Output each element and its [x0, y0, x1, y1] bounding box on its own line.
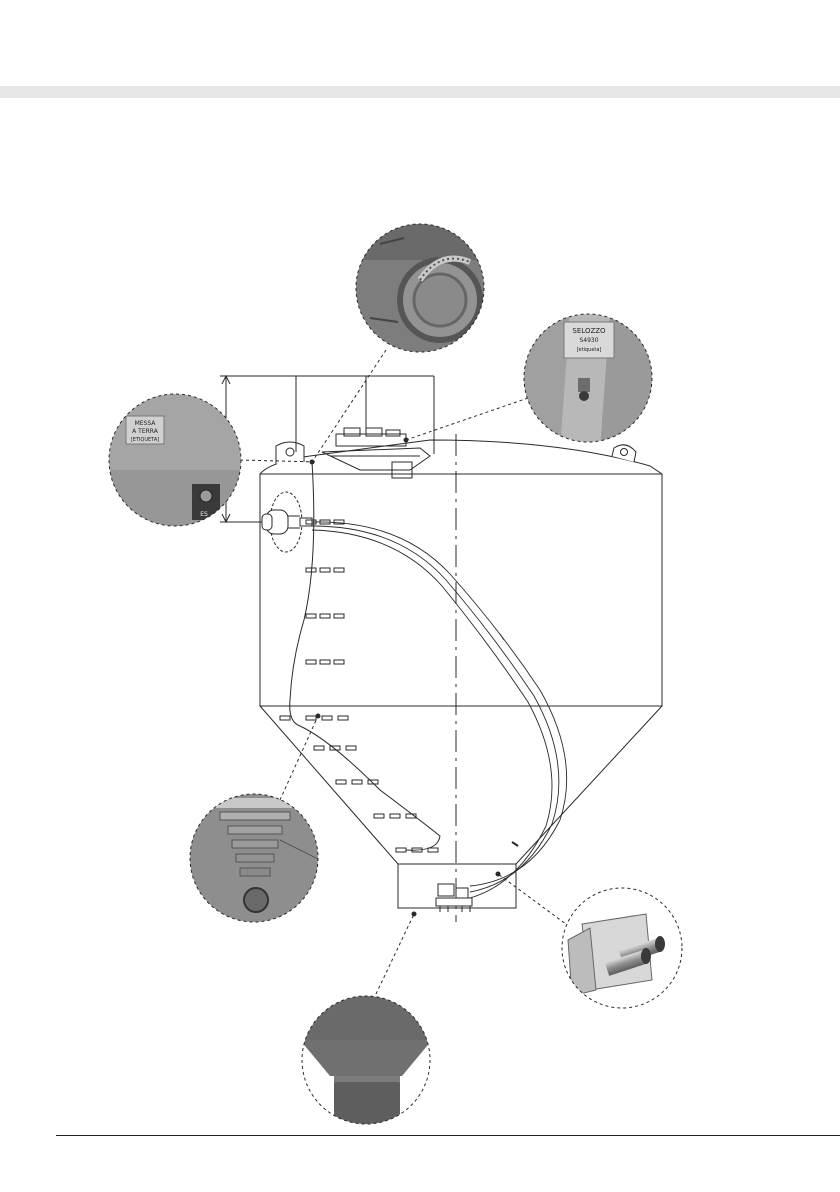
roof-hatch-assembly — [322, 428, 430, 478]
callout-ladder-rungs — [186, 790, 326, 930]
right-label-line-1: SELOZZO — [572, 327, 606, 335]
silo-cylinder — [260, 474, 662, 706]
lifting-lug-left — [276, 442, 304, 464]
left-label-bottom-mark: ES — [200, 511, 208, 518]
callout-pipe-bracket — [560, 888, 684, 1008]
right-label-line-2: S4930 — [579, 337, 598, 344]
silo-roof — [260, 440, 662, 474]
callout-top-manhole — [350, 220, 490, 360]
silo-cone — [260, 706, 662, 864]
callout-left-grounding: MESSA A TERRA [ETIQUETA] ES — [100, 390, 250, 530]
footer-rule — [56, 1135, 840, 1136]
callout-right-label: SELOZZO S4930 [etiqueta] — [520, 310, 660, 450]
right-label-line-3: [etiqueta] — [577, 347, 602, 353]
silo-body — [260, 440, 662, 908]
left-label-line-1: MESSA — [135, 420, 157, 427]
side-manhole — [262, 492, 312, 552]
callout-outlet-cone — [300, 996, 432, 1128]
left-label-line-2: A TERRA — [132, 428, 159, 435]
level-marks — [280, 520, 438, 852]
fill-pipes — [312, 522, 567, 898]
leader-dots — [310, 438, 501, 917]
rungs-cylinder — [306, 520, 344, 664]
left-label-line-3: [ETIQUETA] — [131, 437, 159, 443]
